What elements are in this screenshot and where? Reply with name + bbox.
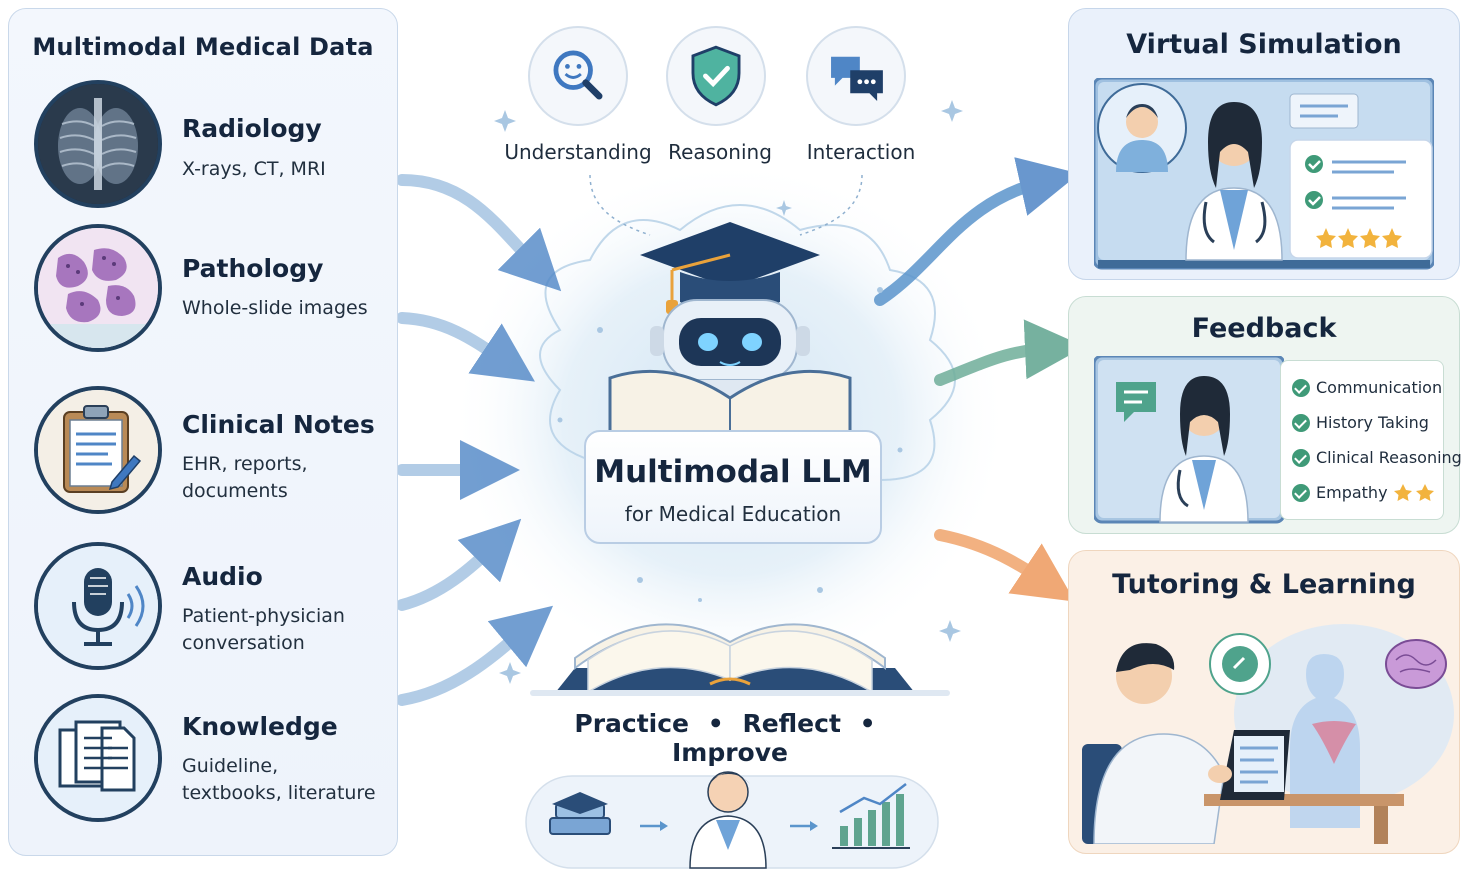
source-description: Whole-slide images [182, 297, 368, 319]
arrow-to-simulation [874, 157, 1080, 306]
feedback-item: History Taking [1292, 412, 1429, 432]
practice-cycle: Practice • Reflect • Improve [520, 709, 940, 767]
check-icon [1292, 413, 1310, 432]
source-clinical-notes: Clinical Notes EHR, reports, documents [34, 386, 384, 522]
feedback-illustration [1094, 356, 1284, 524]
feedback-item: Clinical Reasoning [1292, 447, 1462, 467]
source-title: Knowledge [182, 712, 338, 741]
source-radiology: Radiology X-rays, CT, MRI [34, 80, 384, 216]
panel-title: Multimodal Medical Data [32, 33, 374, 61]
check-icon [1292, 483, 1310, 502]
source-pathology: Pathology Whole-slide images [34, 224, 384, 360]
llm-core-box: Multimodal LLM for Medical Education [584, 430, 882, 544]
source-title: Audio [182, 562, 263, 591]
stacked-books-icon [549, 792, 611, 835]
search-smile-icon [528, 26, 628, 126]
source-audio: Audio Patient-physician conversation [34, 542, 384, 678]
source-description: Patient-physician conversation [182, 605, 345, 654]
virtual-simulation-illustration [1094, 78, 1434, 270]
capability-label: Interaction [806, 140, 916, 164]
student-doctor-icon [689, 771, 767, 869]
source-knowledge: Knowledge Guideline, textbooks, literatu… [34, 694, 384, 830]
capability-label: Understanding [504, 140, 652, 164]
open-book-icon [530, 623, 950, 696]
source-title: Pathology [182, 254, 324, 283]
practice-step: Improve [671, 738, 788, 767]
source-description: Guideline, textbooks, literature [182, 755, 376, 804]
source-description: EHR, reports, documents [182, 453, 308, 502]
practice-step: Practice [574, 709, 690, 738]
arrow-to-feedback [934, 319, 1085, 386]
separator-dot: • [707, 709, 724, 738]
upper-book [608, 369, 852, 440]
source-title: Radiology [182, 114, 322, 143]
panel-title: Virtual Simulation [1126, 29, 1402, 60]
source-description: X-rays, CT, MRI [182, 158, 326, 180]
pathology-slide-icon [34, 224, 162, 352]
star-rating-icon [1393, 483, 1434, 501]
separator-dot: • [859, 709, 876, 738]
input-arrows [396, 174, 562, 706]
llm-subtitle: for Medical Education [624, 502, 842, 526]
check-icon [1292, 448, 1310, 467]
panel-title: Feedback [1191, 313, 1337, 344]
arrow-to-tutoring [934, 529, 1075, 602]
clipboard-icon [34, 386, 162, 514]
panel-title: Tutoring & Learning [1112, 569, 1416, 600]
check-icon [1292, 378, 1310, 397]
documents-icon [34, 694, 162, 822]
growth-chart-icon [832, 783, 910, 849]
tutoring-illustration [1082, 624, 1454, 844]
shield-check-icon [666, 26, 766, 126]
source-title: Clinical Notes [182, 410, 375, 439]
microphone-icon [34, 542, 162, 670]
feedback-item: Communication [1292, 377, 1442, 397]
practice-step: Reflect [742, 709, 841, 738]
chat-bubbles-icon [806, 26, 906, 126]
feedback-item: Empathy [1292, 482, 1437, 503]
xray-icon [34, 80, 162, 208]
llm-title: Multimodal LLM [594, 454, 872, 490]
capability-label: Reasoning [668, 140, 772, 164]
robot-graduate-illustration [640, 222, 820, 410]
